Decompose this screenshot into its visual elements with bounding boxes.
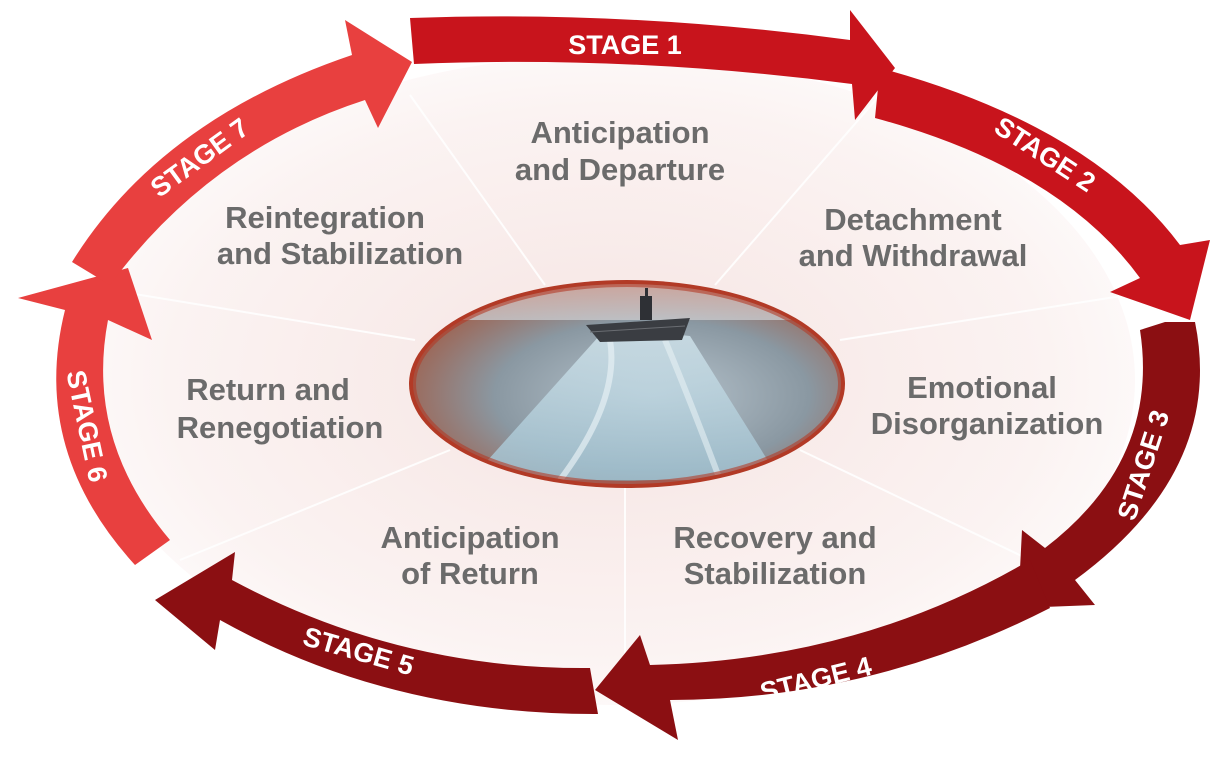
stage-4-arrow (595, 560, 1050, 740)
stage-1-label: STAGE 1 (568, 30, 682, 60)
stage-2-arrow (875, 68, 1210, 320)
segment-dividers (109, 94, 1161, 700)
segment-7-line-2: and Stabilization (217, 236, 463, 271)
segment-3-line-2: Disorganization (871, 406, 1104, 441)
segment-title-6: Return and Renegotiation (177, 372, 384, 445)
segment-2-line-1: Detachment (824, 202, 1001, 237)
segment-2-line-2: and Withdrawal (799, 238, 1028, 273)
stage-6-arrow (18, 268, 170, 565)
segment-4-line-1: Recovery and (673, 520, 876, 555)
segment-5-line-1: Anticipation (380, 520, 559, 555)
segment-title-5: Anticipation of Return (380, 520, 559, 591)
segment-6-line-2: Renegotiation (177, 410, 384, 445)
divider-6-7 (109, 289, 416, 341)
segment-title-7: Reintegration and Stabilization (217, 200, 463, 271)
segment-title-4: Recovery and Stabilization (673, 520, 876, 591)
stage-5-arrow (155, 552, 598, 715)
divider-2-3 (839, 289, 1161, 341)
stage-7-arrow (72, 20, 412, 285)
segment-1-line-1: Anticipation (530, 115, 709, 150)
segment-5-line-2: of Return (401, 556, 539, 591)
segment-1-line-2: and Departure (515, 152, 725, 187)
stage-3-arrow (1018, 322, 1200, 608)
aircraft-carrier-photo-icon (409, 280, 845, 488)
stage-1-arrow (410, 10, 895, 120)
segment-6-line-1: Return and (186, 372, 350, 407)
segment-title-2: Detachment and Withdrawal (799, 202, 1028, 273)
segment-3-line-1: Emotional (907, 370, 1057, 405)
divider-5-6 (179, 449, 451, 561)
segment-title-1: Anticipation and Departure (515, 115, 725, 187)
segment-title-3: Emotional Disorganization (871, 370, 1104, 441)
divider-7-1 (409, 94, 546, 286)
divider-1-2 (714, 94, 881, 286)
segment-7-line-1: Reintegration (225, 200, 425, 235)
divider-3-4 (799, 449, 1031, 561)
segment-4-line-2: Stabilization (684, 556, 867, 591)
